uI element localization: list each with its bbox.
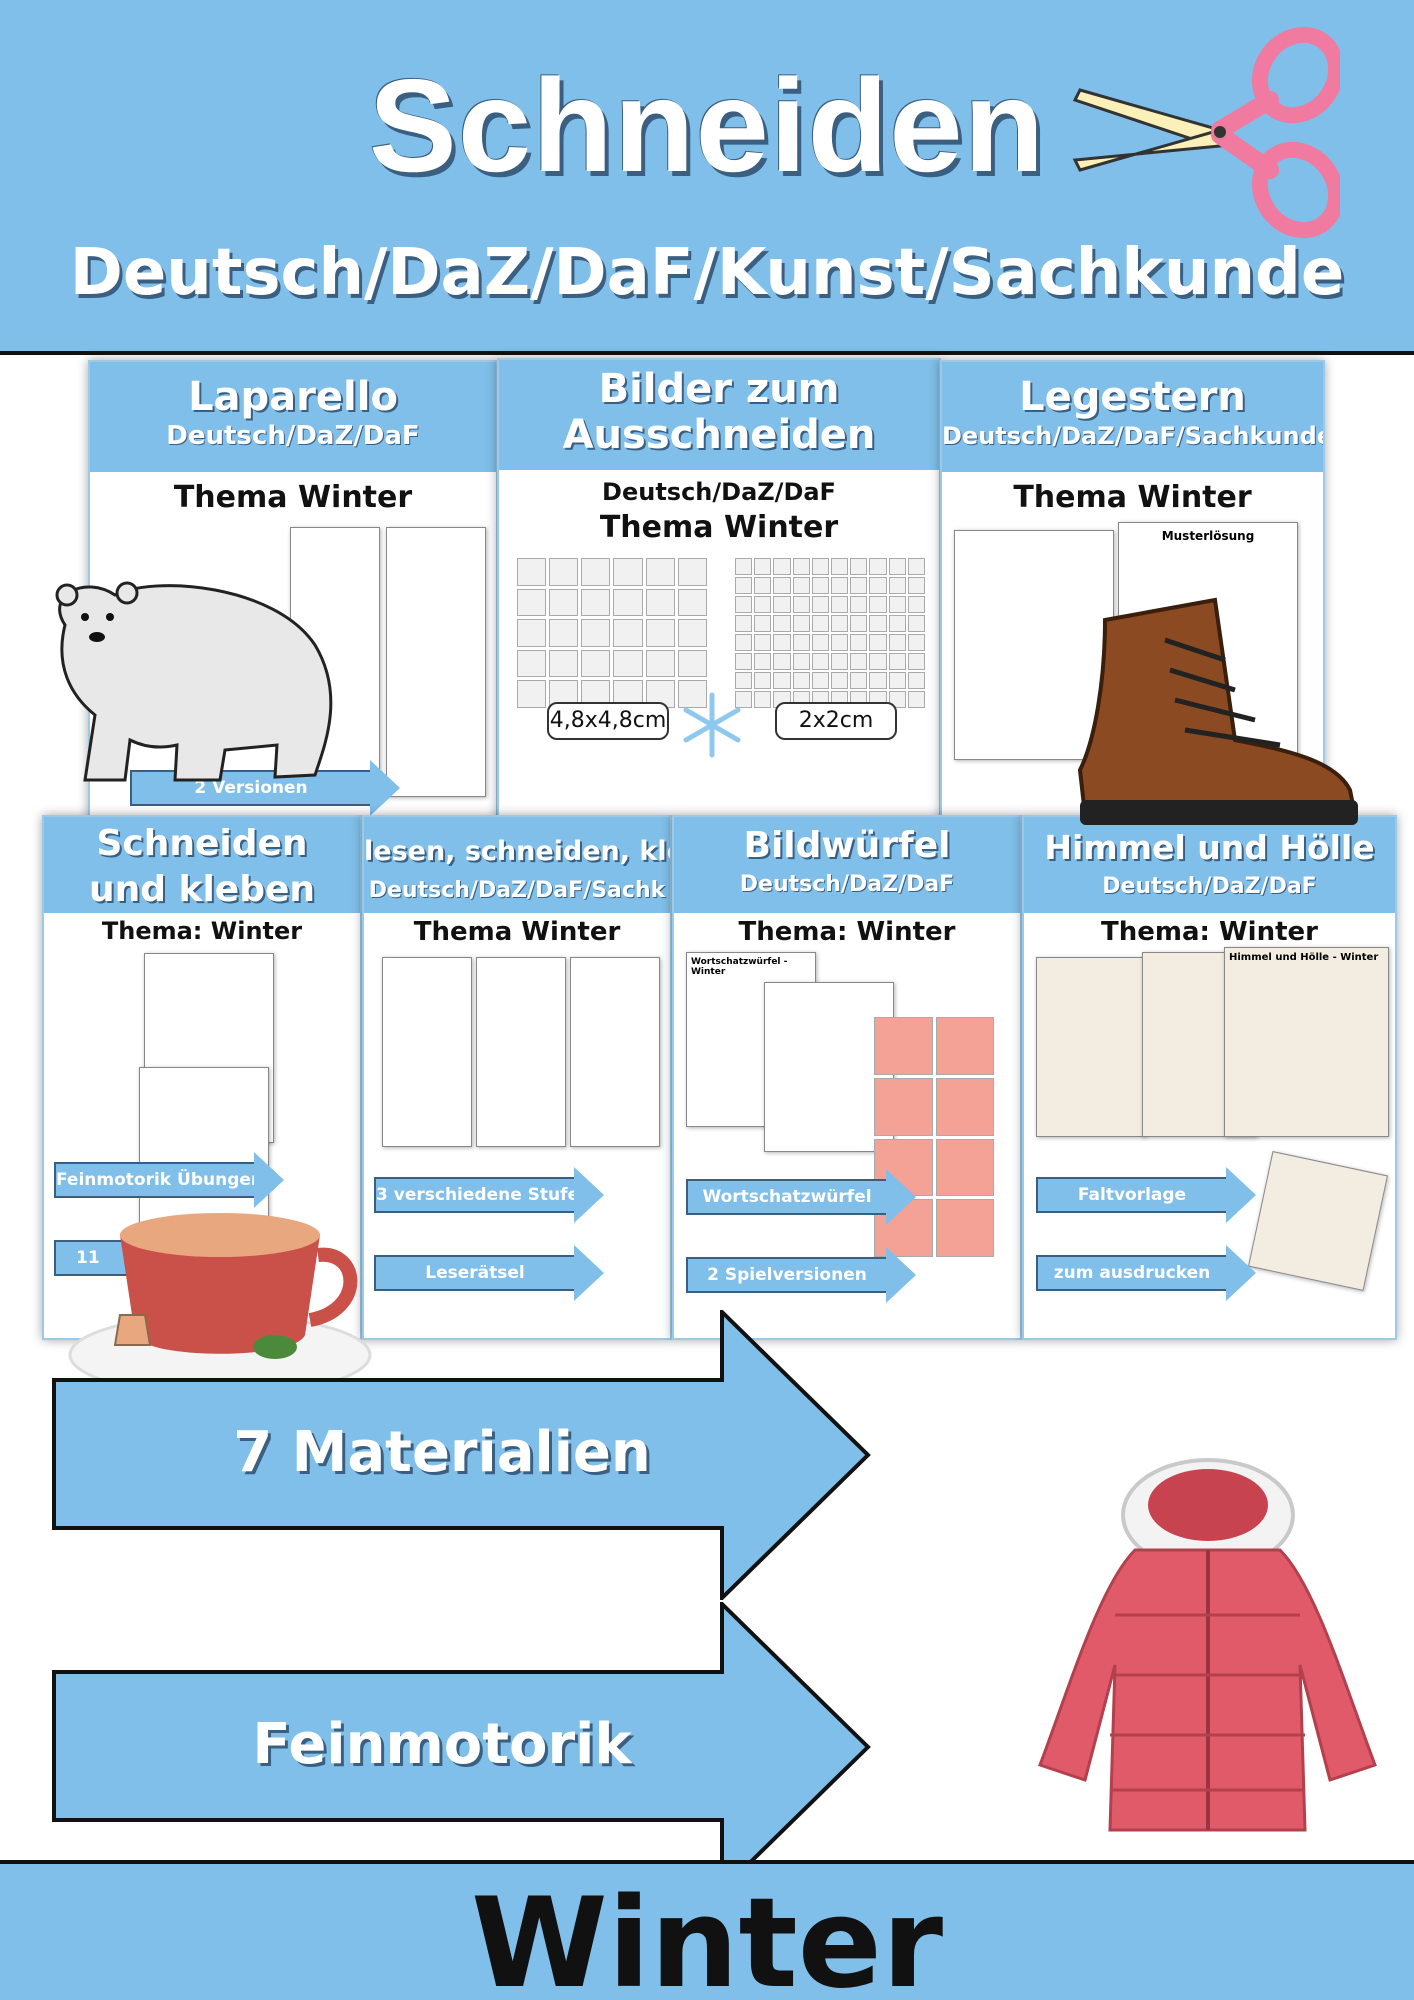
card-title: lesen, schneiden, kle [364,836,672,867]
card-title-line2: Ausschneiden [562,412,876,458]
size-label-small: 2x2cm [775,702,897,740]
card-theme: Thema Winter [1013,480,1252,515]
feature-arrow-label: Wortschatzwürfel [686,1179,886,1215]
boot-icon [1077,597,1358,825]
card-theme: Thema Winter [413,917,621,947]
size-label-large: 4,8x4,8cm [547,702,669,740]
dice-net [874,1017,994,1257]
card-title: Legestern [1019,374,1246,420]
bottom-title: Winter [470,1872,944,2000]
card-title: Bildwürfel [743,825,951,866]
worksheet-preview [570,957,660,1147]
picture-grid-small [735,558,925,708]
card-header: lesen, schneiden, kle Deutsch/DaZ/DaF/Sa… [364,817,670,913]
solution-label: Musterlösung [1161,529,1255,543]
scissors-icon [1072,26,1340,239]
worksheet-preview [382,957,472,1147]
card-title-line2: und kleben [88,869,316,910]
feature-arrow: Feinmotorik Übungen [54,1152,284,1208]
feature-arrow: Leserätsel [374,1245,604,1301]
card-header: Bilder zum Ausschneiden [499,360,939,470]
feature-arrow-label: zum ausdrucken [1036,1255,1226,1291]
card-himmel-hoelle: Himmel und Hölle Deutsch/DaZ/DaF Thema: … [1022,815,1397,1340]
card-bilder-ausschneiden: Bilder zum Ausschneiden Deutsch/DaZ/DaF … [497,358,941,838]
card-theme: Thema: Winter [1101,917,1318,947]
page-subtitle: Deutsch/DaZ/DaF/Kunst/Sachkunde [69,236,1345,310]
winter-coat-icon [1038,1458,1377,1832]
worksheet-preview [1036,957,1146,1137]
card-theme: Thema Winter [599,510,839,545]
page-title: Schneiden [368,52,1046,199]
feature-arrow: 3 verschiedene Stufen [374,1167,604,1223]
card-lesen-schneiden: lesen, schneiden, kle Deutsch/DaZ/DaF/Sa… [362,815,672,1340]
card-subtitle: Deutsch/DaZ/DaF [739,872,955,897]
card-header: Legestern Deutsch/DaZ/DaF/Sachkunde [942,362,1323,472]
picture-grid-large [517,558,707,708]
feature-arrow-materials: 7 Materialien [52,1310,872,1600]
sheet-label: Wortschatzwürfel - Winter [691,957,788,977]
feature-arrow: 2 Versionen [130,760,400,816]
card-title: Himmel und Hölle [1044,828,1375,867]
feature-arrow: 2 Spielversionen [686,1247,916,1303]
arrow-shape [52,1602,871,1892]
feature-arrow-label: Leserätsel [374,1255,574,1291]
skill-label: Feinmotorik [252,1712,632,1777]
card-title-line1: Schneiden [96,823,308,864]
folded-fortune-teller [1248,1151,1388,1291]
polar-bear-icon [55,581,333,782]
card-theme: Thema Winter [173,480,413,515]
card-theme: Thema: Winter [738,917,956,947]
feature-arrow: Faltvorlage [1036,1167,1256,1223]
feature-arrow-label: Faltvorlage [1036,1177,1226,1213]
card-title-line1: Bilder zum [598,366,840,412]
worksheet-preview [476,957,566,1147]
card-subtitle: Deutsch/DaZ/DaF/Sachkunde [942,422,1325,450]
worksheet-preview [954,530,1114,760]
materials-count: 7 Materialien [233,1420,651,1485]
snowflake-icon [683,692,741,758]
feature-arrow: zum ausdrucken [1036,1245,1256,1301]
card-bildwuerfel: Bildwürfel Deutsch/DaZ/DaF Thema: Winter… [672,815,1022,1340]
sheet-label: Himmel und Hölle - Winter [1229,952,1379,963]
worksheet-preview [386,527,486,797]
feature-arrow-label: Feinmotorik Übungen [54,1162,263,1198]
card-subtitle: Deutsch/DaZ/DaF [1102,874,1317,899]
top-banner [0,0,1414,355]
feature-arrow-label: 2 Versionen [130,770,370,806]
card-subtitle: Deutsch/DaZ/DaF/Sachk [368,878,666,903]
card-subtitle: Deutsch/DaZ/DaF [166,421,420,451]
feature-arrow-label: 3 verschiedene Stufen [374,1177,591,1213]
card-header: Himmel und Hölle Deutsch/DaZ/DaF [1024,817,1395,913]
card-header: Bildwürfel Deutsch/DaZ/DaF [674,817,1020,913]
bottom-banner [0,1860,1414,2000]
worksheet-preview [764,982,894,1152]
feature-arrow-label: 2 Spielversionen [686,1257,886,1293]
arrow-shape [52,1310,871,1600]
card-title: Laparello [188,374,398,420]
card-header: Laparello Deutsch/DaZ/DaF [90,362,496,472]
card-header: Schneiden und kleben [44,817,360,913]
feature-arrow: Wortschatzwürfel [686,1169,916,1225]
worksheet-preview: Himmel und Hölle - Winter [1224,947,1389,1137]
worksheet-preview [139,1067,269,1237]
card-subtitle: Deutsch/DaZ/DaF [602,478,836,506]
feature-arrow-skill: Feinmotorik [52,1602,872,1892]
tea-cup-icon [68,1213,372,1397]
card-theme: Thema: Winter [101,917,303,945]
